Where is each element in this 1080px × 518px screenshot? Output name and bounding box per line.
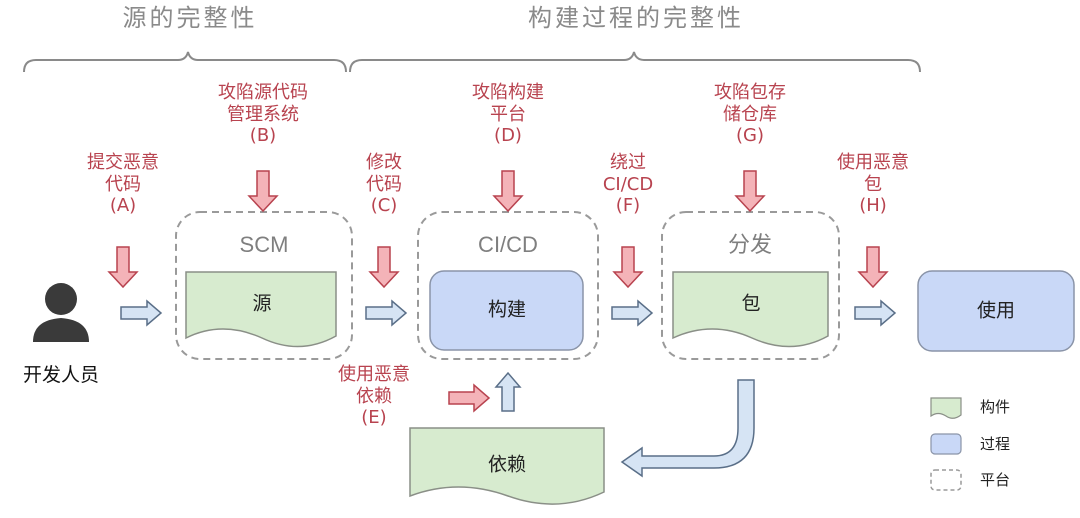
attack-arrow-f <box>612 246 644 289</box>
flow-arrow-dependency-to-build <box>494 371 522 412</box>
developer-label: 开发人员 <box>22 364 100 386</box>
legend-process-label: 过程 <box>980 435 1011 453</box>
attack-arrow-b <box>247 170 279 213</box>
build-process-shape <box>429 270 584 351</box>
flow-arrow-package-to-use <box>854 299 897 327</box>
attack-label-e: 使用恶意依赖(E) <box>338 364 410 429</box>
build-node-label: 构建 <box>487 298 527 321</box>
attack-label-d: 攻陷构建平台(D) <box>472 82 544 147</box>
build-integrity-title: 构建过程的完整性 <box>528 4 744 32</box>
flow-arrow-source-to-build <box>365 299 408 327</box>
flow-arrow-developer-to-source <box>120 299 163 327</box>
attack-label-a: 提交恶意代码(A) <box>87 152 159 217</box>
legend-platform-label: 平台 <box>980 471 1011 489</box>
legend-artifact-swatch <box>930 397 962 419</box>
scm-platform-label: SCM <box>239 232 289 257</box>
attack-label-c: 修改代码(C) <box>366 152 402 217</box>
use-node-label: 使用 <box>976 299 1016 322</box>
legend-artifact-label: 构件 <box>980 398 1011 416</box>
package-artifact-shape <box>672 271 829 348</box>
legend-process-swatch <box>930 433 962 455</box>
attack-arrow-c <box>368 246 400 289</box>
scm-platform <box>175 211 353 360</box>
flow-arrow-build-to-package <box>611 299 654 327</box>
attack-arrow-h <box>857 246 889 289</box>
attack-arrow-a <box>107 246 139 289</box>
source-node-label: 源 <box>252 292 272 315</box>
dependency-artifact-shape <box>409 427 605 505</box>
dependency-node-label: 依赖 <box>487 453 527 476</box>
attack-label-h: 使用恶意包(H) <box>837 152 909 217</box>
attack-arrow-g <box>734 170 766 213</box>
source-integrity-title: 源的完整性 <box>122 4 258 32</box>
distribution-platform-label: 分发 <box>727 232 773 257</box>
distribution-platform <box>661 211 840 360</box>
attack-arrow-e <box>448 383 491 413</box>
build-integrity-brace <box>349 51 921 73</box>
source-artifact-shape <box>185 271 337 348</box>
package-node-label: 包 <box>741 292 761 315</box>
person-icon <box>33 283 89 342</box>
legend-platform-swatch <box>930 469 962 491</box>
cicd-platform-label: CI/CD <box>478 232 538 257</box>
use-process-shape <box>917 270 1075 352</box>
source-integrity-brace <box>23 51 347 73</box>
flow-arrow-package-to-dependency <box>620 379 755 478</box>
attack-label-g: 攻陷包存储仓库(G) <box>714 82 786 147</box>
attack-label-b: 攻陷源代码管理系统(B) <box>218 82 308 147</box>
attack-arrow-d <box>492 170 524 213</box>
